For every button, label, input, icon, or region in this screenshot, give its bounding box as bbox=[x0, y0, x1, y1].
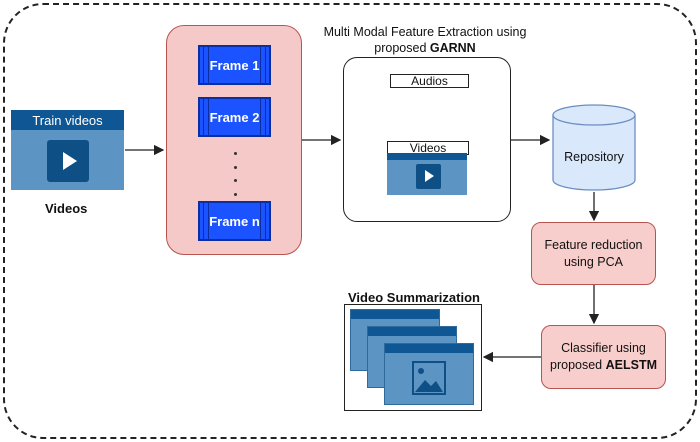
train-videos-title: Train videos bbox=[11, 110, 124, 130]
frame-2: Frame 2 bbox=[198, 97, 271, 137]
videos-caption: Videos bbox=[45, 201, 88, 216]
frame-n: Frame n bbox=[198, 201, 271, 241]
image-icon bbox=[412, 361, 446, 395]
classifier-model: AELSTM bbox=[605, 358, 657, 372]
outer-dashed-border bbox=[3, 3, 697, 439]
classifier-box: Classifier using proposed AELSTM bbox=[541, 325, 666, 389]
feature-reduction-line2: using PCA bbox=[563, 254, 624, 269]
feature-reduction-line1: Feature reduction bbox=[544, 237, 643, 252]
extraction-title-prefix: proposed bbox=[374, 41, 430, 55]
repository-cylinder bbox=[552, 104, 636, 191]
frame-1: Frame 1 bbox=[198, 45, 271, 85]
extraction-title: Multi Modal Feature Extraction using pro… bbox=[300, 24, 550, 56]
summarization-box bbox=[344, 304, 482, 411]
extraction-title-model: GARNN bbox=[429, 41, 476, 55]
repository-label: Repository bbox=[564, 150, 624, 164]
play-icon bbox=[47, 140, 89, 182]
video-thumbnail-titlebar bbox=[387, 153, 467, 160]
train-videos-card: Train videos bbox=[11, 110, 124, 190]
classifier-prefix: proposed bbox=[550, 358, 606, 372]
summarization-title: Video Summarization bbox=[348, 290, 480, 305]
play-icon bbox=[416, 164, 441, 189]
extraction-title-line1: Multi Modal Feature Extraction using bbox=[323, 25, 527, 39]
classifier-line1: Classifier using bbox=[561, 341, 646, 355]
feature-reduction-box: Feature reduction using PCA bbox=[531, 222, 656, 285]
video-thumbnail bbox=[387, 153, 467, 195]
summary-window-3 bbox=[384, 343, 474, 405]
audio-label: Audios bbox=[390, 74, 469, 88]
frames-ellipsis bbox=[233, 152, 237, 196]
